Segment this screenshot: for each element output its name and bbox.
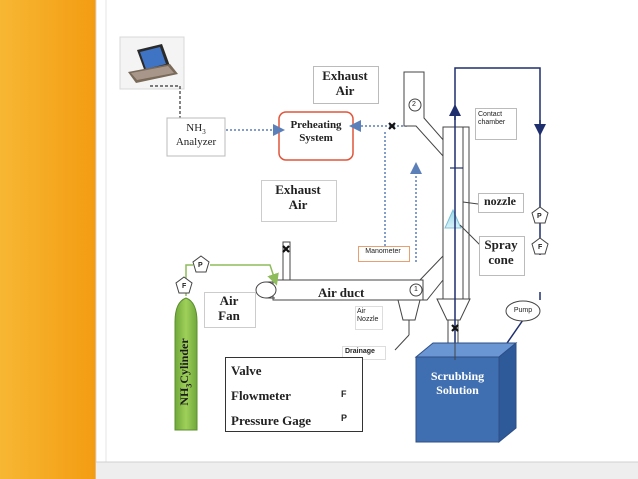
valve-icon	[451, 324, 459, 332]
nh3-cylinder-label: NH3Cylinder	[177, 338, 194, 406]
orange-band	[0, 0, 96, 479]
legend-pressure-symbol: P	[341, 413, 348, 423]
flowmeter-icon	[175, 276, 193, 294]
exhaust-air-top-label: Exhaust Air	[322, 68, 368, 98]
exhaust-air-mid-label: Exhaust Air	[275, 182, 321, 212]
pressure-marker-label: P	[198, 262, 203, 269]
air-fan-label: Air Fan	[218, 293, 240, 323]
pump-label: Pump	[513, 307, 533, 314]
air-nozzle-label: Air Nozzle	[357, 308, 379, 324]
legend-valve-label: Valve	[231, 363, 262, 378]
spray-cone-shape	[444, 208, 462, 229]
valve-icon	[282, 245, 290, 253]
point-2-marker	[408, 98, 422, 112]
legend-pressure-gage-label: Pressure Gage	[231, 413, 312, 428]
preheating-system-label: Preheating System	[290, 119, 342, 144]
nh3-analyzer-label: NH3 Analyzer	[175, 122, 217, 149]
pressure-gage-icon	[531, 206, 549, 224]
pressure-marker-label: P	[537, 213, 542, 220]
legend-flowmeter-symbol: F	[341, 389, 347, 399]
pressure-gage-icon	[192, 255, 210, 273]
point-1-label: 1	[414, 286, 418, 293]
manometer-label: Manometer	[365, 248, 401, 255]
scrubbing-solution-label: Scrubbing Solution	[430, 369, 485, 397]
valve-icon	[388, 122, 396, 130]
point-2-label: 2	[412, 101, 416, 108]
air-duct-label: Air duct	[318, 285, 365, 300]
legend-flowmeter-label: Flowmeter	[231, 388, 291, 403]
pump-shape	[505, 300, 541, 322]
legend-box: Valve Flowmeter Pressure Gage	[225, 357, 363, 432]
flowmeter-marker-label: F	[182, 283, 187, 290]
preheating-box	[278, 111, 354, 161]
nh3-cylinder-shape	[174, 297, 198, 431]
drainage-label: Drainage	[345, 348, 375, 355]
nozzle-label: nozzle	[484, 194, 516, 208]
contact-chamber-label: Contact chamber	[478, 111, 506, 127]
flowmeter-marker-label: F	[538, 244, 543, 251]
laptop-icon	[119, 36, 185, 90]
spray-cone-label: Spray cone	[484, 237, 518, 267]
point-1-marker	[409, 283, 423, 297]
flowmeter-icon	[531, 237, 549, 255]
scrubbing-tank	[415, 356, 500, 443]
